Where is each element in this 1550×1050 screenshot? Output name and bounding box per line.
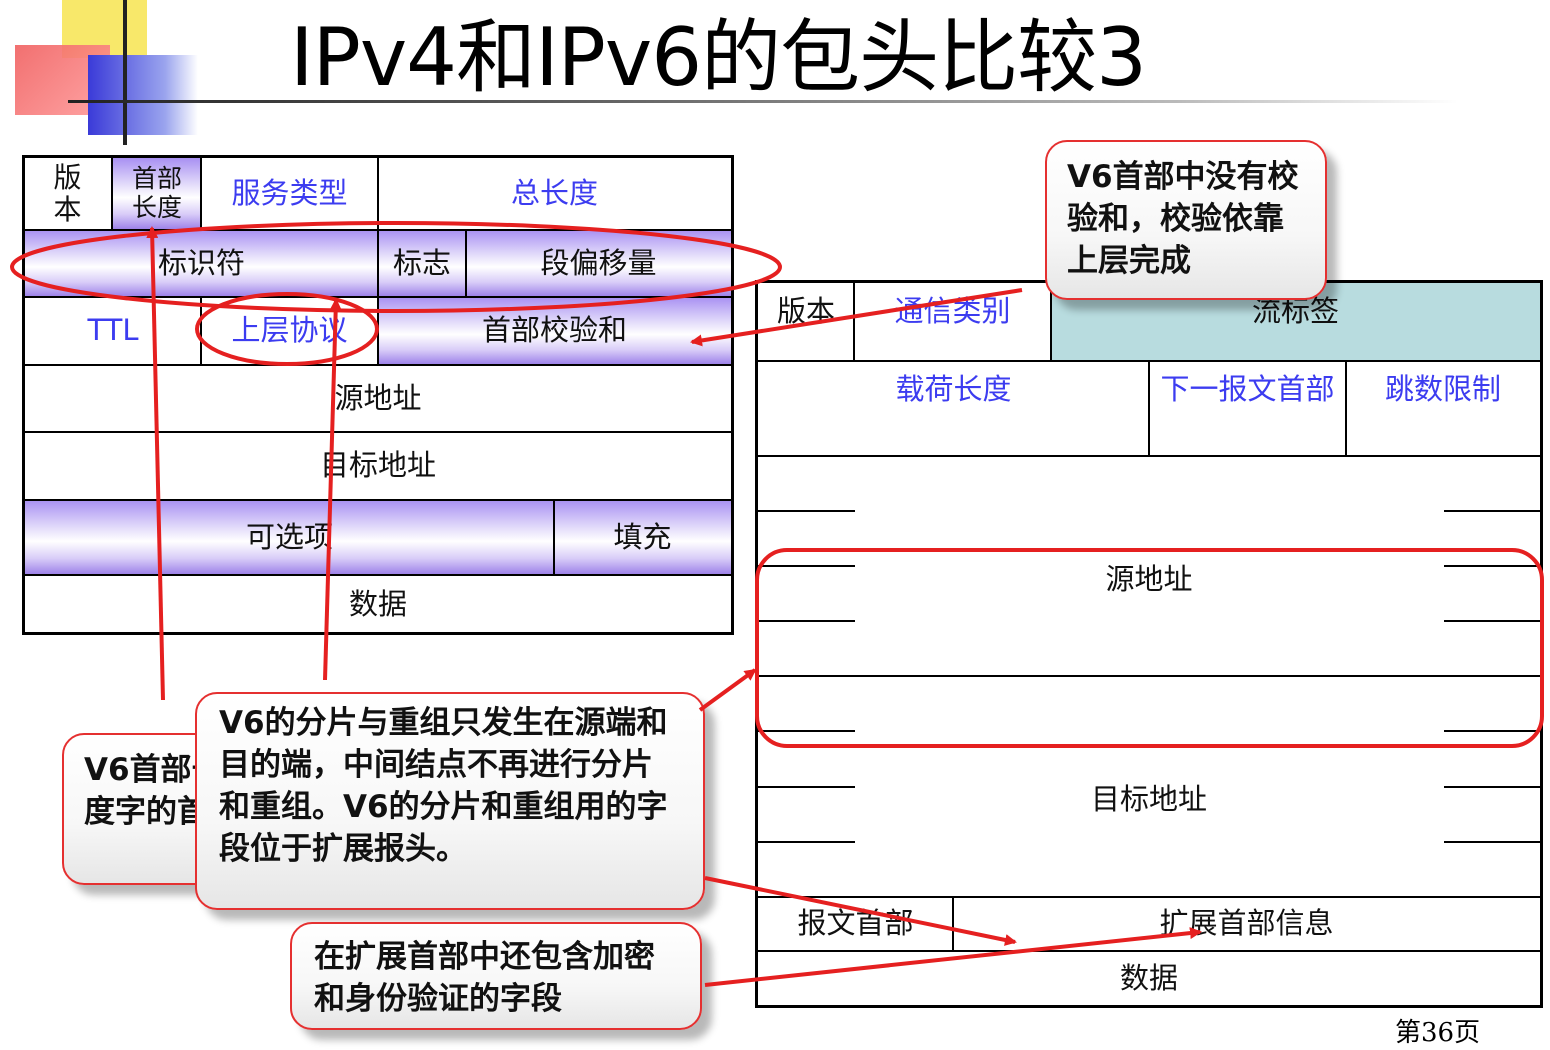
page-title: IPv4和IPv6的包头比较3 (290, 11, 1147, 104)
ipv4-flags: 标志 (378, 230, 466, 297)
ipv6-traffic-class: 通信类别 (894, 294, 1011, 328)
ipv6-ext-info: 扩展首部信息 (1159, 906, 1334, 941)
ipv6-grid-line (1050, 283, 1052, 361)
ipv4-header-table (22, 155, 734, 635)
ipv6-word-tick (1444, 730, 1540, 732)
ipv6-word-tick (758, 620, 855, 622)
ipv4-padding: 填充 (554, 500, 731, 575)
decor-vertical-line (123, 0, 127, 145)
ipv6-grid-line (758, 675, 1540, 677)
ipv4-grid-line (200, 297, 202, 365)
ipv4-options: 可选项 (25, 500, 554, 575)
callout-checksum-prefix: V6 (1067, 159, 1113, 195)
ipv4-grid-line (25, 431, 731, 433)
ipv6-grid-line (758, 950, 1540, 952)
ipv4-data: 数据 (348, 587, 407, 622)
decor-horizontal-line (68, 100, 1458, 103)
ipv4-grid-line (377, 158, 379, 365)
ipv6-destination-address: 目标地址 (1090, 782, 1207, 817)
ipv6-source-address: 源地址 (1105, 562, 1193, 597)
ipv4-grid-line (465, 230, 467, 297)
ipv6-word-tick (1444, 786, 1540, 788)
ipv4-fragment-offset: 段偏移量 (466, 230, 731, 297)
ipv6-ext-header: 报文首部 (797, 906, 914, 941)
ipv6-data: 数据 (1119, 960, 1178, 995)
ipv4-source-address: 源地址 (334, 380, 422, 415)
ipv4-grid-line (553, 500, 555, 575)
ipv6-payload-length: 载荷长度 (895, 372, 1012, 406)
ipv4-grid-line (111, 158, 113, 230)
callout-ext-text: 在扩展首部中还包含加密和身份验证的字段 (314, 939, 655, 1017)
ipv6-word-tick (758, 565, 855, 567)
ipv4-checksum: 首部校验和 (378, 297, 731, 365)
ipv4-total-length: 总长度 (510, 176, 598, 211)
ipv6-grid-line (758, 455, 1540, 457)
ipv4-ttl: TTL (87, 313, 139, 348)
page-number: 第36页 (1395, 1018, 1481, 1048)
ipv4-grid-line (200, 158, 202, 230)
ipv6-word-tick (1444, 841, 1540, 843)
decor-blue-square (88, 55, 198, 135)
ipv6-word-tick (1444, 620, 1540, 622)
ipv4-header-length: 首部长度 (113, 158, 201, 230)
callout-frag-text1: 的分片与重组只发生在源端和目的端，中间结点不再进行分片和重组。 (219, 705, 668, 825)
ipv4-service-type: 服务类型 (231, 176, 348, 211)
ipv6-version: 版本 (776, 294, 835, 328)
callout-frag-prefix: V6 (219, 705, 265, 741)
ipv4-grid-line (25, 574, 731, 576)
callout-extension-header: 在扩展首部中还包含加密和身份验证的字段 (290, 922, 702, 1030)
callout-checksum-text: 首部中没有校验和，校验依靠上层完成 (1067, 159, 1299, 279)
ipv4-destination-address: 目标地址 (319, 448, 436, 483)
ipv6-word-tick (758, 786, 855, 788)
ipv6-grid-line (1148, 361, 1150, 456)
ipv6-grid-line (758, 896, 1540, 898)
callout-checksum: V6首部中没有校验和，校验依靠上层完成 (1045, 140, 1327, 300)
ipv6-word-tick (1444, 565, 1540, 567)
ipv6-word-tick (758, 730, 855, 732)
ipv6-grid-line (952, 897, 954, 951)
ipv4-protocol: 上层协议 (231, 313, 348, 348)
callout-length-prefix: V6 (84, 752, 130, 788)
ipv4-grid-line (25, 499, 731, 501)
callout-fragmentation: V6的分片与重组只发生在源端和目的端，中间结点不再进行分片和重组。V6的分片和重… (195, 692, 705, 910)
callout-frag-mid: V6 (343, 789, 389, 825)
ipv6-word-tick (758, 510, 855, 512)
ipv6-grid-line (853, 283, 855, 361)
ipv6-next-header: 下一报文首部 (1160, 372, 1335, 406)
callout-frag-text2: 的分片和重组用的字段位于扩展报头。 (219, 789, 668, 867)
ipv4-identifier: 标识符 (25, 230, 378, 297)
ipv6-word-tick (1444, 510, 1540, 512)
ipv6-hop-limit: 跳数限制 (1384, 372, 1501, 406)
ipv6-word-tick (758, 841, 855, 843)
ipv6-grid-line (1345, 361, 1347, 456)
arrow-source-address (698, 668, 757, 712)
ipv4-version: 版本 (53, 160, 82, 226)
